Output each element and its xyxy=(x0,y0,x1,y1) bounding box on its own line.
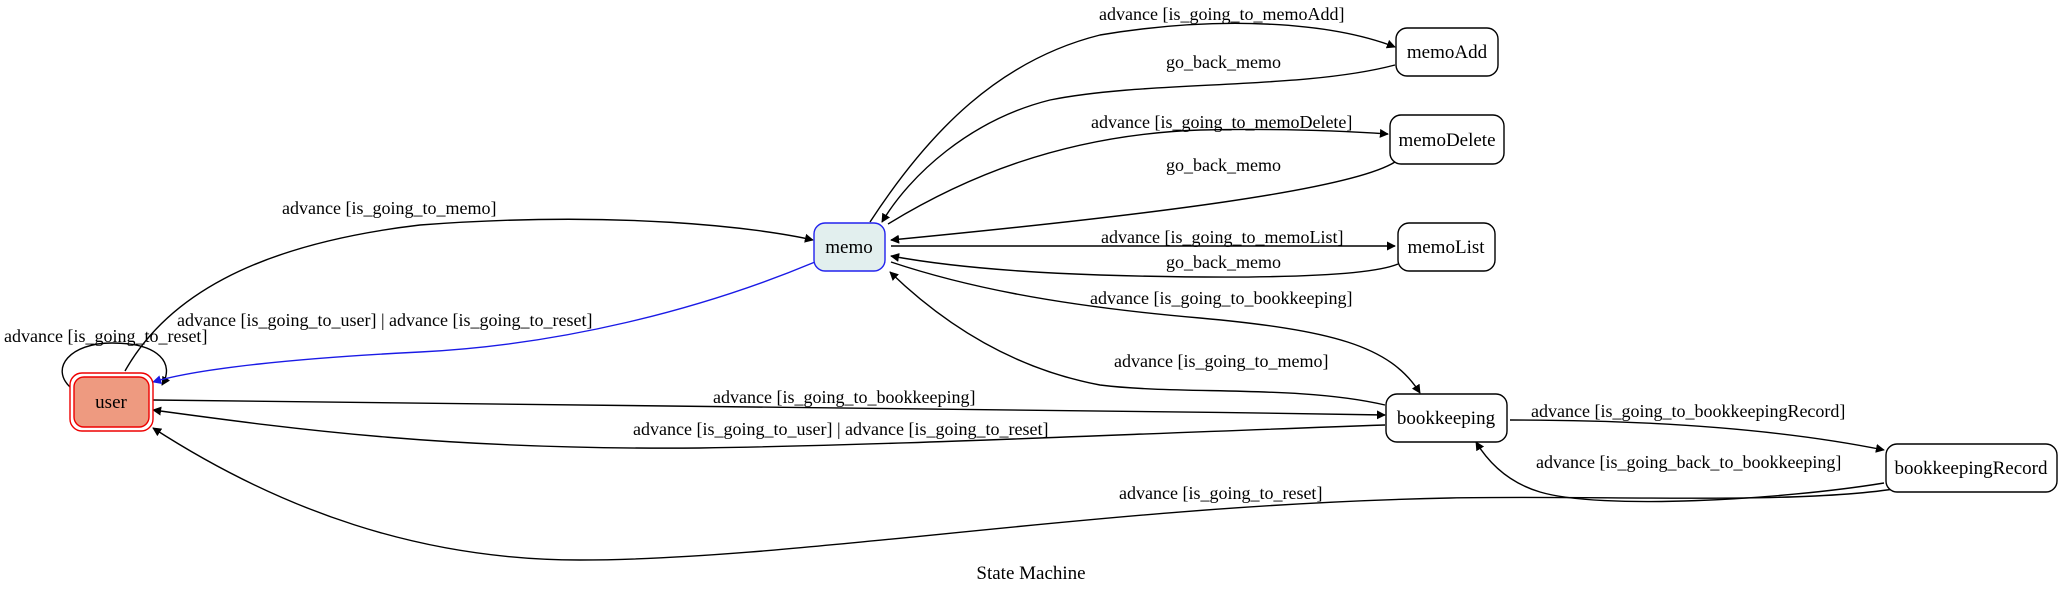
edge-bookkeeping-to-bookkeepingrecord xyxy=(1509,419,1885,453)
edge-label-memo-to-memodelete: advance [is_going_to_memoDelete] xyxy=(1091,112,1352,132)
node-bookkeepingrecord-box xyxy=(1885,443,2058,493)
node-memo-label: memo xyxy=(825,237,873,258)
edge-label-user-self: advance [is_going_to_reset] xyxy=(4,326,207,346)
node-memoadd[interactable]: memoAdd xyxy=(1395,27,1499,77)
nodes: user memo memoAdd memoDelete memoList bo… xyxy=(69,27,2058,493)
diagram-caption: State Machine xyxy=(976,563,1085,584)
node-user[interactable]: user xyxy=(69,372,154,432)
edge-memodelete-to-memo xyxy=(890,161,1396,244)
edge-label-bookkeeping-to-memo: advance [is_going_to_memo] xyxy=(1114,351,1328,371)
edges xyxy=(61,22,1901,561)
edge-label-bookkeepingrecord-to-bookkeeping: advance [is_going_back_to_bookkeeping] xyxy=(1536,452,1841,472)
edge-label-memolist-to-memo: go_back_memo xyxy=(1166,252,1281,272)
node-user-box xyxy=(73,376,150,428)
edge-memo-to-memodelete xyxy=(887,128,1389,225)
node-bookkeeping[interactable]: bookkeeping xyxy=(1385,393,1508,443)
node-memoadd-label: memoAdd xyxy=(1407,42,1488,63)
node-memodelete-label: memoDelete xyxy=(1398,130,1495,151)
edge-label-user-to-memo: advance [is_going_to_memo] xyxy=(282,198,496,218)
node-memoadd-box xyxy=(1395,27,1499,77)
edge-label-memo-to-bookkeeping: advance [is_going_to_bookkeeping] xyxy=(1090,288,1352,308)
edge-label-bookkeeping-to-bookkeepingrecord: advance [is_going_to_bookkeepingRecord] xyxy=(1531,401,1845,421)
edge-label-bookkeepingrecord-to-user: advance [is_going_to_reset] xyxy=(1119,483,1322,503)
edge-bookkeepingrecord-to-user xyxy=(152,427,1901,561)
node-user-label: user xyxy=(95,392,127,413)
edge-label-bookkeeping-to-user: advance [is_going_to_user] | advance [is… xyxy=(633,419,1048,439)
edge-user-to-memo xyxy=(124,218,814,372)
node-memodelete-box xyxy=(1389,114,1505,165)
edge-label-memo-to-user: advance [is_going_to_user] | advance [is… xyxy=(177,310,592,330)
edge-memolist-to-memo xyxy=(890,253,1399,278)
edge-label-memo-to-memoadd: advance [is_going_to_memoAdd] xyxy=(1099,4,1344,24)
edge-memoadd-to-memo xyxy=(881,64,1396,223)
edge-label-memo-to-memolist: advance [is_going_to_memoList] xyxy=(1101,227,1343,247)
node-bookkeeping-label: bookkeeping xyxy=(1397,408,1496,429)
edge-bookkeepingrecord-to-bookkeeping xyxy=(1475,441,1885,503)
node-bookkeeping-box xyxy=(1385,393,1508,443)
node-memodelete[interactable]: memoDelete xyxy=(1389,114,1505,165)
node-bookkeepingrecord[interactable]: bookkeepingRecord xyxy=(1885,443,2058,493)
node-bookkeepingrecord-label: bookkeepingRecord xyxy=(1894,458,2048,479)
edge-bookkeeping-to-user xyxy=(152,406,1386,449)
edge-memo-to-memoadd xyxy=(869,22,1396,223)
edge-user-self-loop xyxy=(61,342,171,388)
edge-memo-to-bookkeeping xyxy=(890,261,1421,394)
edge-bookkeeping-to-memo xyxy=(889,271,1386,406)
edge-label-memoadd-to-memo: go_back_memo xyxy=(1166,52,1281,72)
node-memolist-label: memoList xyxy=(1407,237,1485,258)
edge-labels: advance [is_going_to_reset] advance [is_… xyxy=(4,4,1845,503)
node-memo[interactable]: memo xyxy=(813,222,886,272)
node-memolist-box xyxy=(1397,222,1496,272)
edge-label-memodelete-to-memo: go_back_memo xyxy=(1166,155,1281,175)
node-memo-box xyxy=(813,222,886,272)
edge-memo-to-user xyxy=(152,261,816,385)
edge-label-user-to-bookkeeping: advance [is_going_to_bookkeeping] xyxy=(713,387,975,407)
node-memolist[interactable]: memoList xyxy=(1397,222,1496,272)
